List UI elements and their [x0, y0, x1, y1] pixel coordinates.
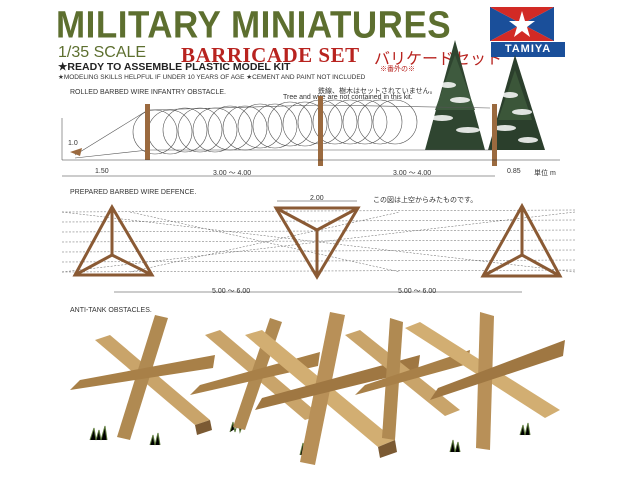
- rolled-note-english: Tree and wire are not contained in this …: [283, 94, 413, 101]
- rolled-dim-b: 3.00 ～ 4.00: [213, 170, 252, 177]
- rolled-unit: 単位 m: [534, 170, 556, 177]
- rolled-wire-coils: [74, 99, 495, 159]
- prepared-tripod-center: [273, 206, 361, 280]
- rolled-wire-label: ROLLED BARBED WIRE INFANTRY OBSTACLE.: [70, 89, 226, 96]
- grass-patches: [89, 419, 531, 456]
- prepared-dim-b: 5.00 ～ 6.00: [398, 288, 437, 295]
- tamiya-star-mark: [490, 7, 554, 41]
- brand-title: MILITARY MINIATURES: [56, 4, 452, 47]
- set-title-japanese-small: ※番外の※: [380, 66, 415, 73]
- set-title: BARRICADE SET: [181, 43, 360, 67]
- prepared-wire-fence: [61, 209, 576, 273]
- anti-tank-label: ANTI-TANK OBSTACLES.: [70, 307, 152, 314]
- anti-tank-hedgehogs: [70, 312, 565, 465]
- prepared-tripod-right: [480, 202, 563, 278]
- prepared-tripod-left: [72, 203, 155, 277]
- tamiya-wordmark: TAMIYA: [491, 42, 565, 57]
- modeling-skills-line: ★MODELING SKILLS HELPFUL IF UNDER 10 YEA…: [58, 74, 366, 81]
- prepared-dim-a: 5.00 ～ 6.00: [212, 288, 251, 295]
- rolled-dim-c: 3.00 ～ 4.00: [393, 170, 432, 177]
- ready-to-assemble-line: ★READY TO ASSEMBLE PLASTIC MODEL KIT: [58, 61, 291, 73]
- rolled-dim-height: 1.0: [68, 140, 78, 147]
- prepared-note-japanese: この図は上空からみたものです。: [373, 197, 478, 204]
- rolled-wire-posts: [70, 96, 497, 166]
- scale-label: 1/35 SCALE: [58, 44, 147, 61]
- rolled-note-japanese: 鉄線、樹木はセットされていません。: [318, 88, 437, 95]
- rolled-dim-a: 1.50: [95, 168, 109, 175]
- rolled-dim-d: 0.85: [507, 168, 521, 175]
- prepared-dim-top: 2.00: [310, 195, 324, 202]
- prepared-wire-label: PREPARED BARBED WIRE DEFENCE.: [70, 189, 197, 196]
